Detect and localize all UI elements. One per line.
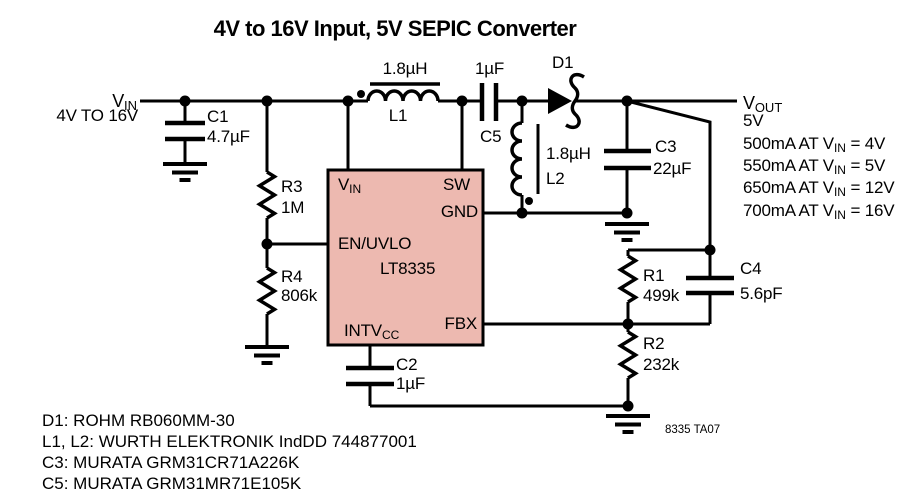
c5-value-label: 1µF (475, 59, 505, 78)
resistor-r3 (256, 170, 278, 220)
vout-rating-line: 700mA AT VIN = 16V (743, 201, 895, 222)
note-c5: C5: MURATA GRM31MR71E105K (42, 474, 302, 493)
ic-part-number: LT8335 (380, 259, 436, 278)
ground-symbol-gnd-rail (605, 222, 649, 242)
r4-value-label: 806k (281, 286, 318, 305)
ground-symbol-r4 (245, 345, 289, 365)
inductor-l2 (510, 121, 540, 205)
c3-ref-label: C3 (655, 137, 677, 156)
inductor-l1 (357, 82, 440, 102)
c5-ref-label: C5 (480, 127, 502, 146)
ic-lt8335-body (326, 168, 485, 347)
ic-pin-gnd-label: GND (440, 202, 478, 221)
c1-ref-label: C1 (207, 107, 229, 126)
c1-value-label: 4.7µF (207, 127, 250, 146)
schematic-title: 4V to 16V Input, 5V SEPIC Converter (213, 16, 577, 41)
ic-pin-en-uvlo-label: EN/UVLO (338, 234, 412, 253)
capacitor-c2 (346, 365, 394, 387)
c2-ref-label: C2 (396, 355, 418, 374)
r4-ref-label: R4 (281, 267, 303, 286)
r3-ref-label: R3 (281, 177, 303, 196)
figure-id-label: 8335 TA07 (665, 424, 721, 436)
r3-value-label: 1M (281, 198, 305, 217)
vout-rating-line: 500mA AT VIN = 4V (743, 134, 886, 155)
c4-ref-label: C4 (740, 259, 762, 278)
ic-pin-sw-label: SW (443, 175, 470, 194)
resistor-r2 (617, 330, 639, 380)
l1-phase-dot (357, 90, 365, 98)
vin-net-label: VIN (112, 91, 137, 113)
c3-value-label: 22µF (653, 159, 692, 178)
l1-ref-label: L1 (388, 106, 408, 125)
l1-value-label: 1.8µH (382, 59, 428, 78)
d1-ref-label: D1 (552, 53, 574, 72)
capacitor-c3 (604, 148, 651, 171)
capacitor-c1 (165, 120, 205, 142)
ic-pin-fbx-label: FBX (444, 314, 478, 333)
vin-range-label: 4V TO 16V (56, 106, 138, 125)
junction-dots (179, 95, 716, 412)
r1-value-label: 499k (643, 286, 680, 305)
c2-value-label: 1µF (396, 374, 426, 393)
l2-ref-label: L2 (546, 169, 565, 188)
r2-value-label: 232k (643, 355, 680, 374)
vout-voltage-label: 5V (743, 111, 764, 130)
capacitor-c5 (479, 83, 499, 121)
vout-rating-line: 550mA AT VIN = 5V (743, 156, 886, 177)
l2-phase-dot (525, 197, 533, 205)
note-d1: D1: ROHM RB060MM-30 (42, 411, 235, 430)
r2-ref-label: R2 (643, 334, 665, 353)
resistor-r4 (256, 266, 278, 316)
ic-pin-vin-label: VIN (338, 175, 362, 196)
capacitor-c4 (686, 275, 734, 296)
ground-symbol-r2 (606, 414, 650, 434)
ic-pin-intvcc-label: INTVCC (344, 321, 400, 342)
vout-net-label: VOUT (743, 93, 783, 115)
ground-symbol-c1 (163, 162, 207, 182)
r1-ref-label: R1 (643, 266, 665, 285)
note-c3: C3: MURATA GRM31CR71A226K (42, 453, 300, 472)
c4-value-label: 5.6pF (740, 284, 783, 303)
note-l1-l2: L1, L2: WURTH ELEKTRONIK IndDD 744877001 (42, 432, 417, 451)
l2-value-label: 1.8µH (546, 144, 591, 163)
vout-rating-line: 650mA AT VIN = 12V (743, 178, 895, 199)
diode-d1 (548, 72, 585, 130)
resistor-r1 (617, 254, 639, 304)
